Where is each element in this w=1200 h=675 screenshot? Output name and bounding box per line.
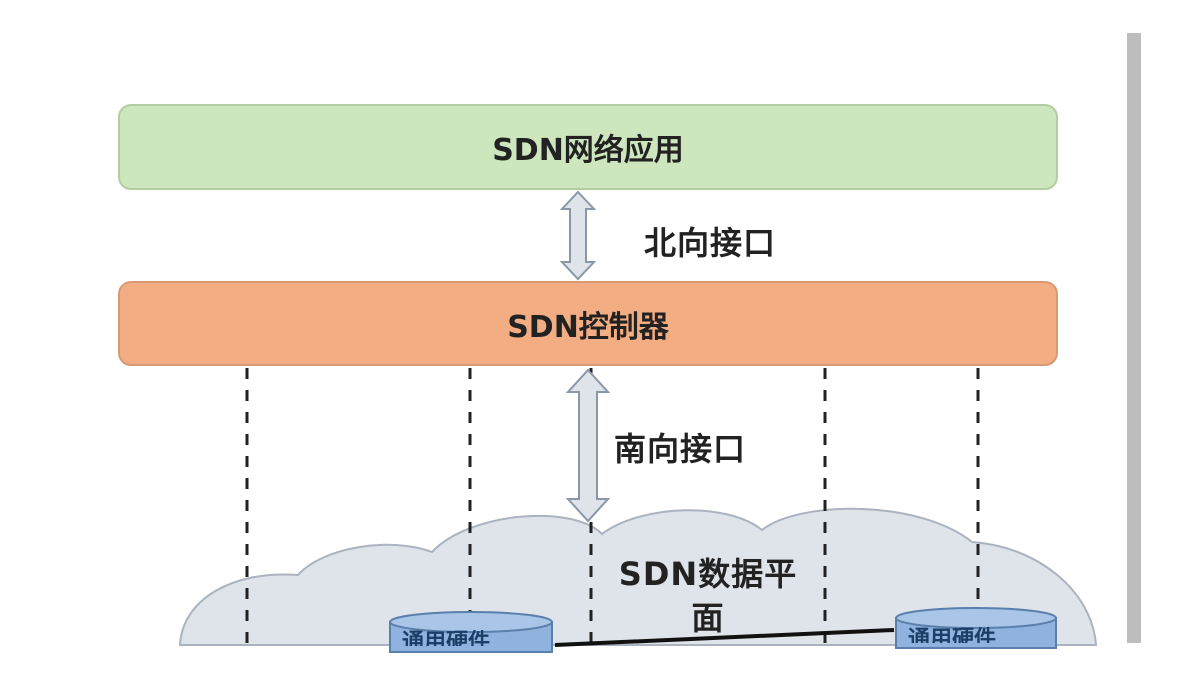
southbound-arrow (565, 368, 611, 523)
sdn-controller-layer: SDN控制器 (118, 281, 1058, 366)
application-layer-label: SDN网络应用 (492, 133, 684, 168)
device-left (389, 611, 553, 653)
data-plane-cloud (178, 507, 1098, 646)
northbound-interface-label: 北向接口 (644, 224, 777, 262)
data-plane-label: SDN数据平面 (618, 555, 798, 637)
side-scrollbar (1127, 33, 1141, 643)
northbound-arrow (559, 190, 597, 281)
southbound-interface-label: 南向接口 (614, 430, 747, 468)
controller-layer-label: SDN控制器 (507, 309, 669, 345)
device-left-label: 通用硬件 (402, 630, 491, 646)
device-right (895, 607, 1057, 649)
device-right-label: 通用硬件 (908, 627, 997, 643)
sdn-application-layer: SDN网络应用 (118, 104, 1058, 190)
dashed-connectors (245, 368, 980, 645)
device-link-line (554, 628, 895, 647)
